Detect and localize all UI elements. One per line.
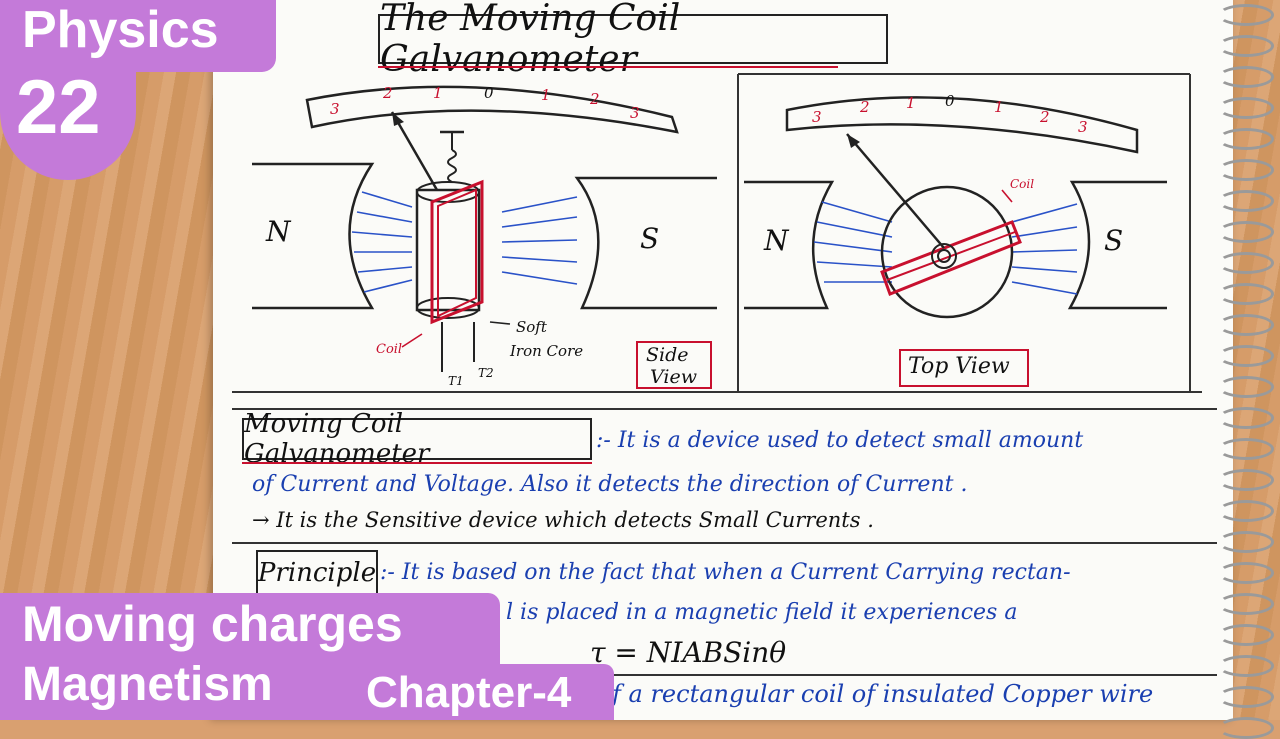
spiral-ring	[1218, 252, 1274, 274]
spiral-ring	[1218, 4, 1274, 26]
top-scale-number: 3	[1078, 118, 1088, 136]
side-scale-number: 0	[484, 84, 494, 102]
top-view-diagram	[744, 96, 1167, 387]
side-scale-arc	[305, 85, 679, 134]
side-spring	[447, 149, 457, 183]
definition-underline	[242, 462, 592, 464]
chapter-label: Chapter-4	[366, 668, 572, 717]
side-scale-number: 2	[590, 90, 600, 108]
spiral-ring	[1218, 717, 1274, 739]
spiral-ring	[1218, 345, 1274, 367]
side-scale-number: 3	[630, 104, 640, 122]
spiral-ring	[1218, 469, 1274, 491]
torque-formula: τ = NIABSinθ	[590, 636, 787, 669]
side-scale-number: 1	[433, 84, 443, 102]
side-view-diagram	[252, 85, 717, 389]
side-scale-number: 1	[541, 86, 551, 104]
section-divider-1	[232, 408, 1217, 410]
side-pole-n-label: N	[266, 215, 291, 248]
side-coil	[430, 179, 484, 325]
principle-line-2: l is placed in a magnetic field it exper…	[506, 600, 1018, 625]
definition-line-3: → It is the Sensitive device which detec…	[252, 508, 874, 532]
spiral-ring	[1218, 128, 1274, 150]
spiral-ring	[1218, 500, 1274, 522]
top-pointer	[846, 133, 945, 249]
side-coil-label: Coil	[376, 342, 403, 357]
side-pole-s-label: S	[640, 222, 660, 255]
spiral-ring	[1218, 97, 1274, 119]
spiral-ring	[1218, 190, 1274, 212]
top-scale-number: 3	[812, 108, 822, 126]
spiral-ring	[1218, 593, 1274, 615]
construction-line: f a rectangular coil of insulated Copper…	[612, 680, 1154, 708]
galvanometer-diagrams	[232, 73, 1202, 393]
subject-label: Physics	[22, 1, 219, 59]
spiral-ring	[1218, 562, 1274, 584]
side-view-label-1: Side	[646, 344, 689, 366]
top-coil	[880, 220, 1022, 296]
principle-term: Principle	[256, 550, 378, 596]
spiral-ring	[1218, 655, 1274, 677]
notes-title: The Moving Coil Galvanometer	[378, 0, 888, 80]
spiral-ring	[1218, 314, 1274, 336]
definition-line-2: of Current and Voltage. Also it detects …	[252, 472, 968, 497]
subject-badge: Physics	[0, 0, 276, 72]
spiral-ring	[1218, 283, 1274, 305]
spiral-ring	[1218, 221, 1274, 243]
side-magnet-s	[574, 176, 717, 310]
topic-line-1: Moving charges	[22, 596, 403, 652]
definition-term: Moving Coil Galvanometer	[242, 409, 592, 469]
terminal-t2-label: T2	[478, 366, 494, 380]
top-view-box	[899, 349, 1029, 387]
chapter-badge: Chapter-4	[356, 664, 614, 720]
spiral-ring	[1218, 159, 1274, 181]
spiral-ring	[1218, 66, 1274, 88]
top-scale-number: 1	[906, 94, 916, 112]
side-scale-number: 3	[330, 100, 340, 118]
principle-line-1: :- It is based on the fact that when a C…	[380, 560, 1071, 585]
top-pole-s-label: S	[1104, 224, 1124, 257]
title-underline	[378, 66, 838, 68]
episode-number-badge: 22	[0, 60, 136, 180]
definition-line-1: :- It is a device used to detect small a…	[596, 428, 1084, 453]
spiral-ring	[1218, 407, 1274, 429]
top-soft-iron-core	[880, 185, 1014, 319]
side-scale-number: 2	[383, 84, 393, 102]
soft-iron-label-2: Iron Core	[510, 342, 584, 360]
top-view-label: Top View	[908, 354, 1010, 379]
top-scale-number: 0	[945, 92, 955, 110]
top-field-lines	[813, 201, 1078, 295]
spiral-ring	[1218, 35, 1274, 57]
topic-line-2: Magnetism	[22, 658, 273, 711]
top-scale-number: 2	[860, 98, 870, 116]
side-magnet-n	[252, 162, 375, 310]
top-magnet-n	[744, 180, 835, 310]
spiral-ring	[1218, 438, 1274, 460]
top-scale-number: 2	[1040, 108, 1050, 126]
top-magnet-s	[1067, 180, 1167, 310]
top-scale-arc	[785, 96, 1139, 154]
top-spring	[931, 243, 957, 269]
top-pole-n-label: N	[764, 224, 789, 257]
side-view-label-2: View	[650, 366, 697, 388]
spiral-ring	[1218, 531, 1274, 553]
side-field-lines	[351, 191, 578, 293]
side-soft-iron-core	[415, 188, 481, 312]
side-view-box	[636, 341, 712, 389]
section-divider-2	[232, 542, 1217, 544]
terminal-t1-label: T1	[448, 374, 464, 388]
spiral-ring	[1218, 624, 1274, 646]
soft-iron-label-1: Soft	[516, 318, 547, 336]
side-pointer	[390, 111, 439, 191]
spiral-ring	[1218, 686, 1274, 708]
top-coil-label: Coil	[1010, 177, 1035, 191]
section-divider-3	[500, 674, 1217, 676]
spiral-ring	[1218, 376, 1274, 398]
top-scale-number: 1	[994, 98, 1004, 116]
episode-number: 22	[16, 65, 101, 150]
